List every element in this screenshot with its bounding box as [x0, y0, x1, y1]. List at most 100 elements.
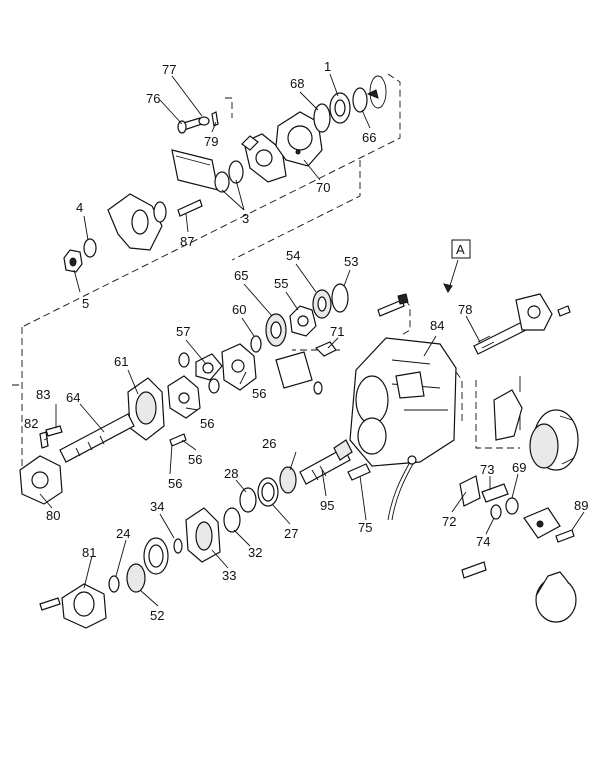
callout-labels: 77 76 79 68 1 66 70 3 87 4 5 54 53 65 55… — [24, 59, 588, 623]
callout-24: 24 — [116, 526, 130, 541]
callout-87: 87 — [180, 234, 194, 249]
wire-harness — [387, 455, 417, 521]
callout-76: 76 — [146, 91, 160, 106]
callout-64: 64 — [66, 390, 80, 405]
callout-83: 83 — [36, 387, 50, 402]
pinion-shaft-95 — [299, 439, 353, 485]
callout-61: 61 — [114, 354, 128, 369]
washer-77 — [198, 116, 210, 126]
callout-65: 65 — [234, 268, 248, 283]
ring-gear-65 — [265, 313, 287, 347]
callout-66: 66 — [362, 130, 376, 145]
washer-24 — [108, 575, 120, 593]
callout-3: 3 — [242, 211, 249, 226]
bolt-75 — [347, 463, 371, 481]
callout-52: 52 — [150, 608, 164, 623]
bolt-lower-left — [39, 597, 61, 611]
callout-74: 74 — [476, 534, 490, 549]
bolt-stud-top — [377, 293, 409, 317]
bolt-lower-right — [461, 561, 487, 579]
lock-tab-71 — [314, 341, 337, 357]
callout-56c: 56 — [188, 452, 202, 467]
spider-57 — [195, 353, 223, 381]
bearing-52 — [126, 563, 146, 593]
filter-canister — [535, 571, 577, 623]
screw-56c — [169, 433, 187, 447]
pinion-cylinder — [275, 351, 323, 395]
callout-57: 57 — [176, 324, 190, 339]
callout-55: 55 — [274, 276, 288, 291]
callout-54: 54 — [286, 248, 300, 263]
shim-set-3 — [214, 160, 244, 193]
gasket-plate — [171, 149, 219, 191]
callout-72: 72 — [442, 514, 456, 529]
callout-1: 1 — [324, 59, 331, 74]
callout-82: 82 — [24, 416, 38, 431]
seal-69 — [505, 497, 519, 515]
callout-33: 33 — [222, 568, 236, 583]
snap-ring — [369, 75, 387, 109]
input-shaft-64 — [59, 413, 135, 463]
callout-34: 34 — [150, 499, 164, 514]
washer-34 — [173, 538, 183, 554]
cover-81 — [61, 583, 107, 629]
callout-78: 78 — [458, 302, 472, 317]
leader-lines — [39, 73, 585, 607]
flange-bracket — [107, 193, 167, 251]
clutch-drum — [529, 409, 579, 471]
shift-rod-78 — [473, 321, 527, 355]
callout-73: 73 — [480, 462, 494, 477]
bearing-cone-54 — [312, 289, 332, 319]
callout-32: 32 — [248, 545, 262, 560]
pinion-gears — [178, 352, 220, 394]
race-27 — [257, 477, 279, 507]
callout-95: 95 — [320, 498, 334, 513]
callout-81: 81 — [82, 545, 96, 560]
case-half — [221, 343, 257, 391]
callout-56d: 56 — [168, 476, 182, 491]
flange-valve — [523, 507, 561, 539]
bearing-1 — [329, 92, 351, 124]
callout-53: 53 — [344, 254, 358, 269]
callout-70: 70 — [316, 180, 330, 195]
callout-68: 68 — [290, 76, 304, 91]
gear-33 — [185, 507, 221, 563]
thrust-washer-60 — [250, 335, 262, 353]
callout-77: 77 — [162, 62, 176, 77]
callout-56: 56 — [252, 386, 266, 401]
bolt-83 — [45, 425, 63, 437]
side-gear-55 — [289, 305, 317, 337]
bearing-cup-53 — [331, 283, 349, 313]
housing-plate-70 — [275, 111, 323, 167]
view-marker-A: A — [451, 239, 471, 259]
spacer-28 — [239, 487, 257, 513]
end-cover-80 — [19, 455, 63, 505]
bolt-76 — [177, 117, 203, 134]
callout-60: 60 — [232, 302, 246, 317]
bracket-right — [515, 293, 571, 331]
spacer-32 — [223, 507, 241, 533]
view-marker-label: A — [456, 242, 465, 257]
pin-79 — [211, 111, 219, 127]
callout-71: 71 — [330, 324, 344, 339]
callout-27: 27 — [284, 526, 298, 541]
transmission-housing-84 — [349, 337, 457, 467]
plunger-73 — [481, 483, 509, 503]
callout-80: 80 — [46, 508, 60, 523]
seal-ring-68 — [313, 103, 331, 133]
mount-plate-right — [493, 376, 523, 441]
bearing-cup-lower — [143, 537, 169, 575]
oring-74 — [490, 504, 502, 520]
retaining-ring-66 — [352, 87, 379, 113]
callout-69: 69 — [512, 460, 526, 475]
callout-84: 84 — [430, 318, 444, 333]
callout-26: 26 — [262, 436, 276, 451]
spring-72 — [459, 475, 481, 507]
callout-89: 89 — [574, 498, 588, 513]
bearing-26 — [279, 466, 297, 494]
callout-79: 79 — [204, 134, 218, 149]
callout-75: 75 — [358, 520, 372, 535]
case-half-lower — [167, 375, 201, 419]
